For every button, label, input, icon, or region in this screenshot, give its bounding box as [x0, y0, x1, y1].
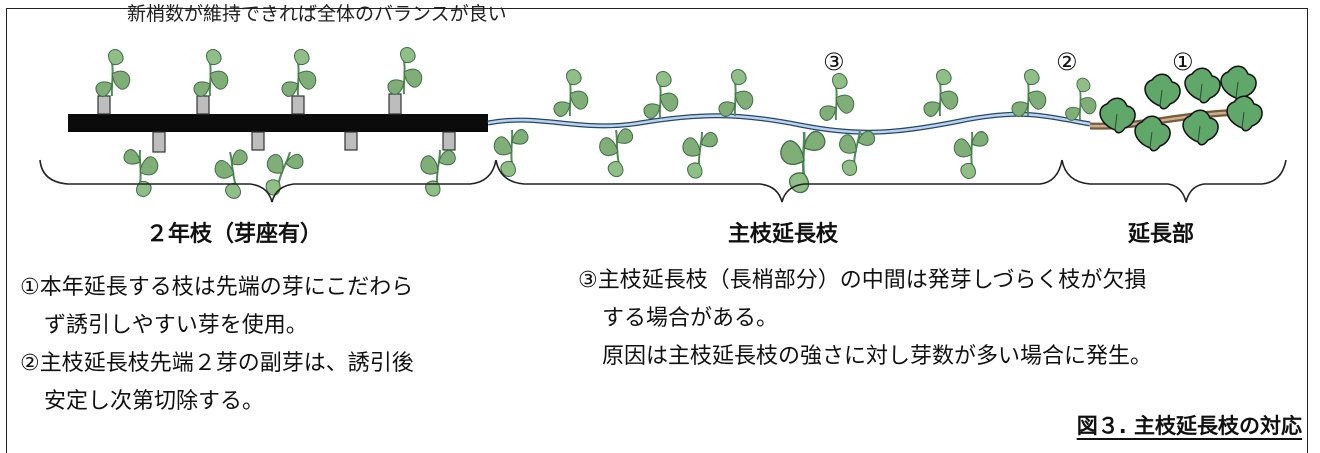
note-2-line-1: ②主枝延長枝先端２芽の副芽は、誘引後 — [20, 351, 414, 376]
note-1-line-1: ①本年延長する枝は先端の芽にこだわら — [20, 275, 414, 300]
main-extension-shoots — [493, 68, 1097, 194]
marker-2: ② — [1056, 48, 1078, 76]
two-year-cane — [68, 114, 488, 132]
marker-1: ① — [1172, 48, 1194, 76]
note-3-line-2: する場合がある。 — [602, 306, 779, 331]
extension-branch — [1089, 65, 1263, 152]
note-1-line-2: ず誘引しやすい芽を使用。 — [44, 313, 308, 338]
section-braces — [39, 159, 1287, 203]
note-2-line-2: 安定し次第切除する。 — [44, 389, 265, 414]
note-3-line-3: 原因は主枝延長枝の強さに対し芽数が多い場合に発生。 — [602, 344, 1153, 369]
top-partial-text: 新梢数が維持できれば全体のバランスが良い — [127, 3, 507, 25]
label-two-year-cane: ２年枝（芽座有） — [146, 222, 323, 247]
figure-caption: 図３. 主枝延長枝の対応 — [1076, 414, 1302, 438]
marker-3: ③ — [823, 48, 845, 76]
note-3-line-1: ③主枝延長枝（長梢部分）の中間は発芽しづらく枝が欠損 — [578, 268, 1147, 293]
notes-right: ③主枝延長枝（長梢部分）の中間は発芽しづらく枝が欠損 する場合がある。 原因は主… — [578, 262, 1152, 376]
bud-stubs — [97, 93, 456, 153]
notes-left: ①本年延長する枝は先端の芽にこだわら ず誘引しやすい芽を使用。 ②主枝延長枝先端… — [20, 269, 414, 421]
label-extension-part: 延長部 — [1128, 222, 1195, 247]
figure-frame: 新梢数が維持できれば全体のバランスが良い — [6, 3, 1308, 453]
label-main-extension: 主枝延長枝 — [728, 222, 839, 247]
